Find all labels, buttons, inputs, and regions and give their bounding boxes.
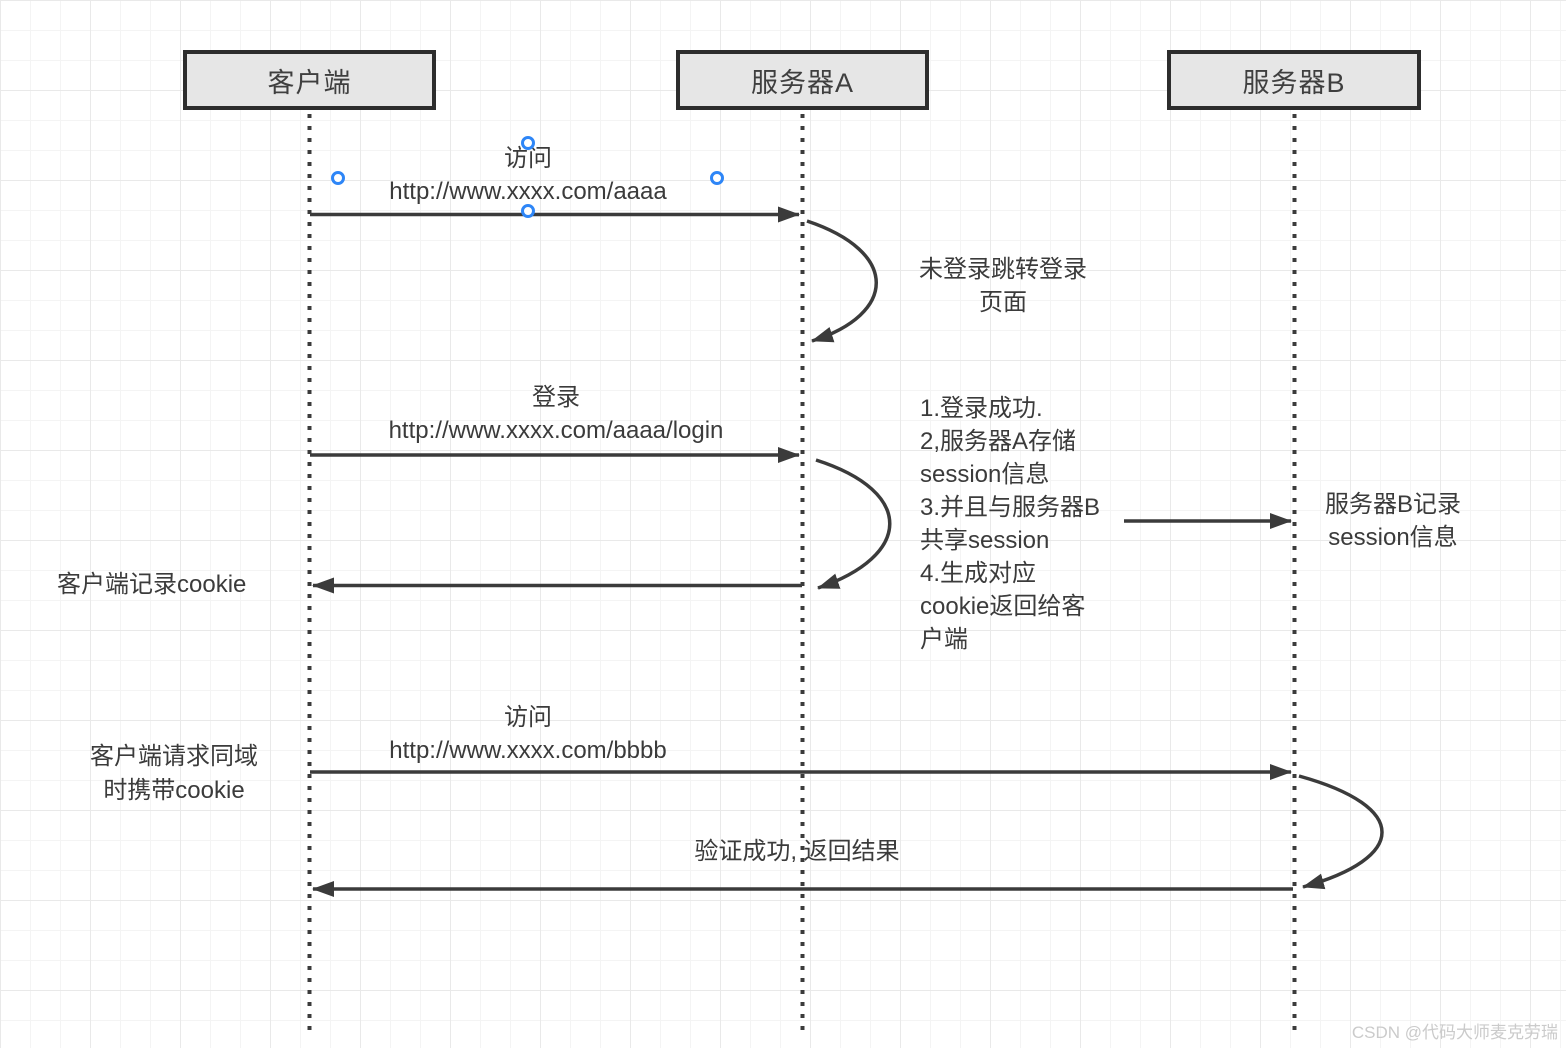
edge-handle-left-icon[interactable] (331, 171, 345, 185)
label-server-b-note[interactable]: 服务器B记录 session信息 (1324, 491, 1462, 551)
self-loop-process-login[interactable] (815, 458, 892, 590)
watermark: CSDN @代码大师麦克劳瑞 (1351, 1023, 1558, 1042)
actor-label-server-b: 服务器B (1242, 67, 1346, 98)
label-client-cookie[interactable]: 客户端记录cookie (57, 571, 247, 598)
edge-handle-top-icon[interactable] (521, 136, 535, 150)
edge-handle-right-icon[interactable] (710, 171, 724, 185)
edge-handle-bottom-icon[interactable] (521, 204, 535, 218)
self-loop-verify-cookie[interactable] (1298, 774, 1384, 890)
label-redirect-note[interactable]: 未登录跳转登录 页面 (919, 256, 1087, 316)
label-verify-result[interactable]: 验证成功, 返回结果 (694, 838, 900, 865)
actor-box-client[interactable]: 客户端 (183, 50, 436, 110)
actor-box-server-b[interactable]: 服务器B (1167, 50, 1421, 110)
label-server-a-note[interactable]: 1.登录成功. 2,服务器A存储 session信息 3.并且与服务器B 共享s… (920, 395, 1101, 653)
actor-label-server-a: 服务器A (750, 67, 854, 98)
self-loop-redirect-login[interactable] (806, 219, 878, 343)
label-login[interactable]: 登录 http://www.xxxx.com/aaaa/login (388, 384, 724, 444)
label-client-request-note[interactable]: 客户端请求同域 时携带cookie (90, 743, 258, 804)
actor-label-client: 客户端 (267, 67, 352, 98)
actor-box-server-a[interactable]: 服务器A (676, 50, 929, 110)
label-visit-aaaa[interactable]: 访问 http://www.xxxx.com/aaaa (389, 145, 667, 205)
label-visit-bbbb[interactable]: 访问 http://www.xxxx.com/bbbb (389, 704, 667, 764)
